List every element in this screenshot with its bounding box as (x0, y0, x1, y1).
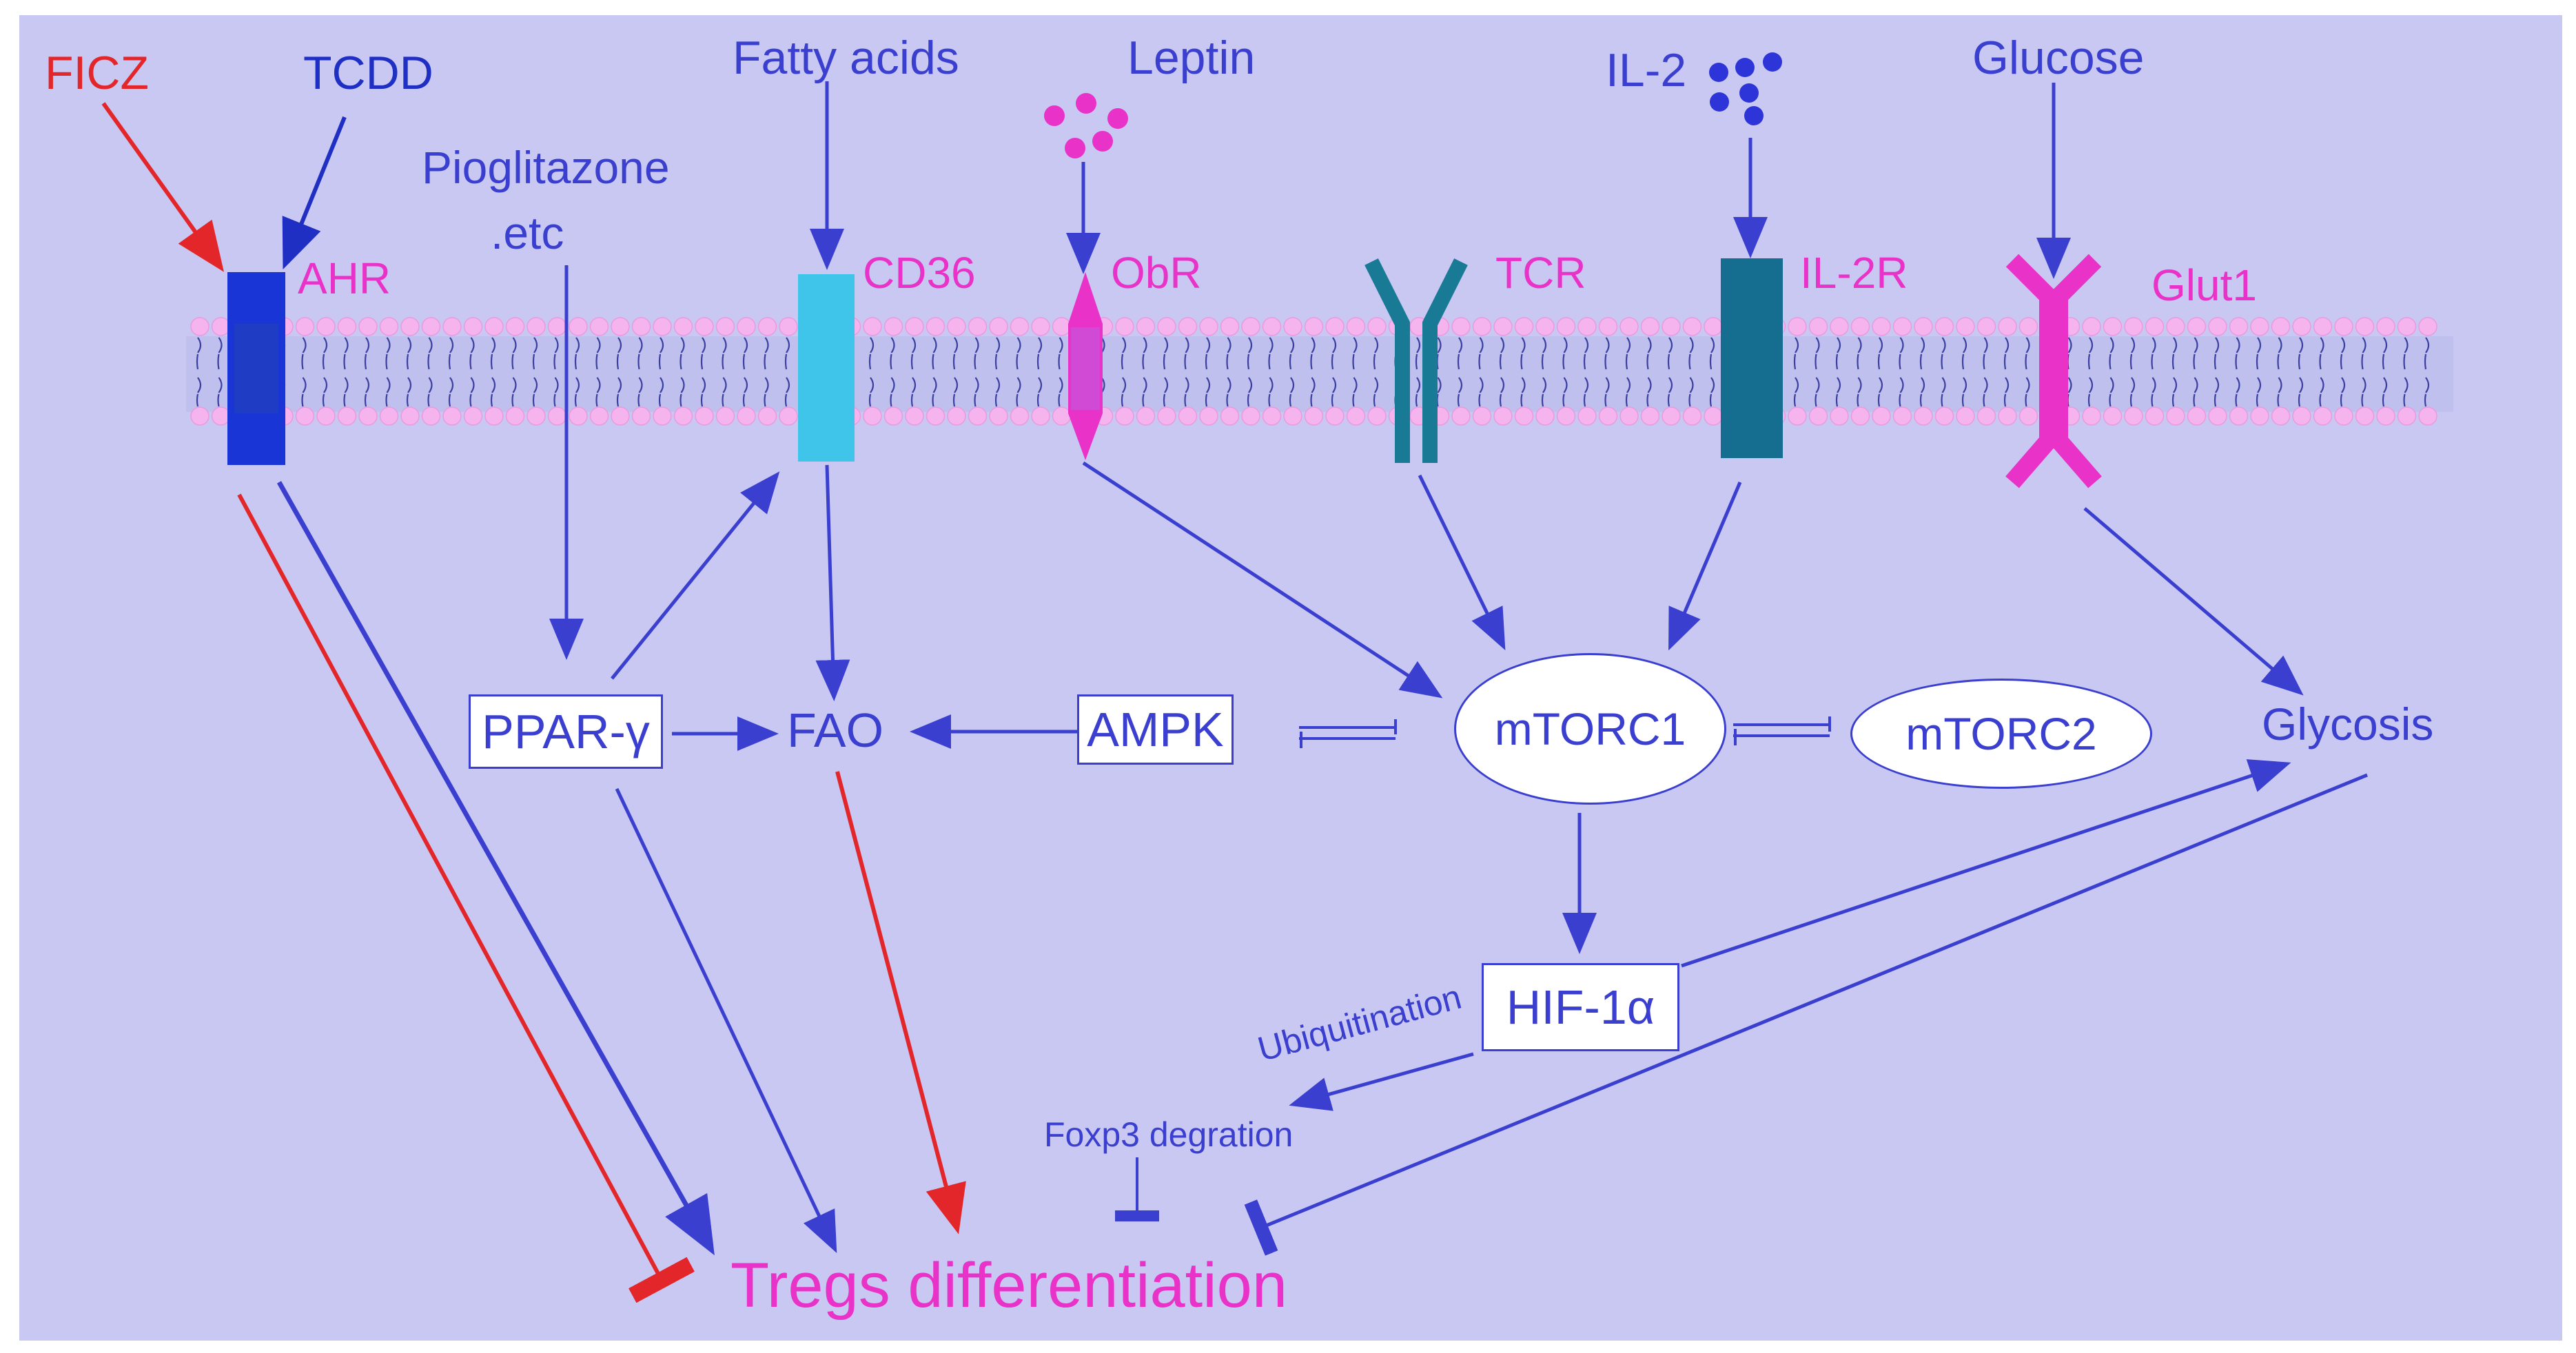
ahr-receptor (227, 272, 285, 465)
tcr-label: TCR (1495, 248, 1586, 298)
background-panel (19, 15, 2562, 1341)
mtorc2-oval: mTORC2 (1850, 679, 2152, 789)
ficz-to-ahr-arrow (101, 102, 224, 272)
cd36-to-fao-arrow (815, 464, 850, 701)
il2r-label: IL-2R (1800, 248, 1908, 298)
obr-to-mtorc1-arrow (1082, 461, 1443, 699)
il2-dots (1709, 52, 1782, 125)
leptin-label: Leptin (1127, 32, 1256, 84)
pioglitazone-label: Pioglitazone (422, 142, 670, 193)
hif-to-glycosis-arrow (1681, 759, 2291, 968)
leptin-dots (1044, 93, 1128, 158)
il2-label: IL-2 (1606, 44, 1687, 96)
tcdd-to-ahr-arrow (282, 116, 347, 270)
obr-label: ObR (1111, 248, 1202, 298)
foxp3-degration-label: Foxp3 degration (1044, 1115, 1294, 1154)
obr-receptor (1068, 272, 1103, 460)
cd36-receptor (798, 274, 855, 462)
pioglitazone-etc-label: .etc (491, 207, 564, 258)
glycosis-label: Glycosis (2262, 699, 2434, 750)
tcr-to-mtorc1-arrow (1418, 474, 1506, 650)
ahr-inhibits-tregs-line (237, 493, 695, 1303)
hif-to-foxp3-arrow (1289, 1052, 1474, 1111)
fatty-acids-label: Fatty acids (733, 32, 959, 84)
glut1-receptor (2005, 254, 2102, 488)
ampk-box: AMPK (1077, 694, 1234, 765)
fao-label: FAO (787, 703, 884, 757)
mtorc1-mtorc2-inhibition (1733, 716, 1831, 745)
ficz-label: FICZ (45, 47, 150, 99)
fao-to-tregs-arrow (835, 771, 966, 1235)
ppar-to-cd36-arrow (611, 471, 780, 680)
glut1-label: Glut1 (2151, 260, 2257, 310)
ahr-to-tregs-arrow (276, 481, 715, 1256)
glycosis-inhibits-tregs-line (1244, 773, 2368, 1256)
ampk-mtorc1-inhibition (1299, 719, 1397, 748)
arrows (101, 81, 2368, 1303)
tregs-differentiation-label: Tregs differentiation (730, 1250, 1288, 1321)
ppar-gamma-box: PPAR-γ (469, 694, 663, 769)
il2r-receptor (1721, 258, 1783, 458)
hif-1a-box: HIF-1α (1482, 963, 1679, 1051)
ahr-label: AHR (298, 254, 391, 303)
cd36-label: CD36 (863, 248, 976, 298)
ppar-to-tregs-arrow (615, 787, 837, 1254)
mtorc1-oval: mTORC1 (1454, 653, 1726, 805)
glucose-label: Glucose (1972, 32, 2145, 84)
tcdd-label: TCDD (303, 47, 433, 99)
tcr-receptor (1364, 258, 1468, 463)
glut1-to-glycosis-arrow (2083, 507, 2304, 696)
il2r-to-mtorc1-arrow (1668, 482, 1742, 651)
